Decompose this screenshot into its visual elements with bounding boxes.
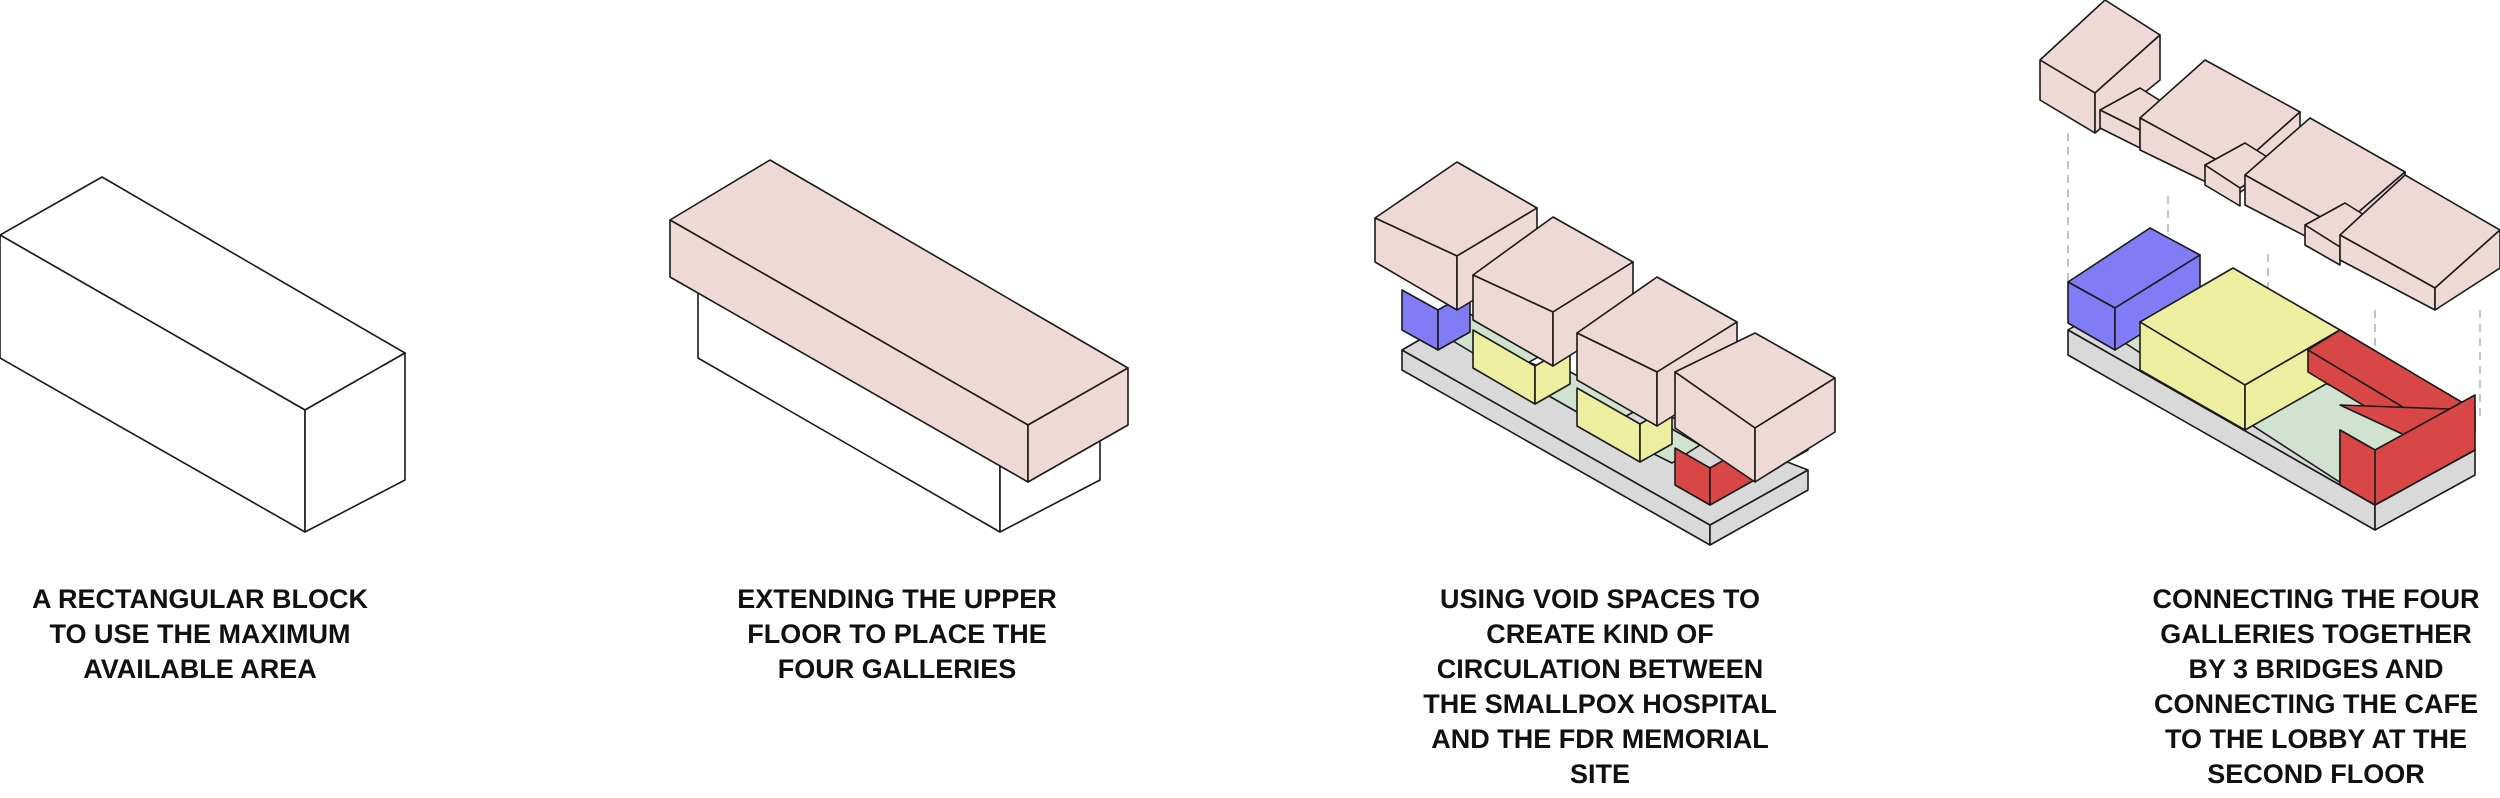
caption-line: FLOOR TO PLACE THE <box>747 619 1047 649</box>
caption-line: BY 3 BRIDGES AND <box>2188 654 2444 684</box>
caption-line: EXTENDING THE UPPER <box>737 584 1057 614</box>
step-2-extended-upper-floor <box>669 159 1129 533</box>
step-4-caption: CONNECTING THE FOUR GALLERIES TOGETHER B… <box>2116 582 2500 792</box>
caption-line: SECOND FLOOR <box>2207 759 2425 789</box>
caption-line: TO THE LOBBY AT THE <box>2164 724 2467 754</box>
gallery-box-2 <box>1472 216 1634 367</box>
step-2-caption: EXTENDING THE UPPER FLOOR TO PLACE THE F… <box>697 582 1097 687</box>
lobby-block <box>2067 227 2201 351</box>
bridge-2 <box>2204 142 2281 207</box>
step-4-bridges-and-cafe <box>2039 0 2500 531</box>
caption-line: FOUR GALLERIES <box>777 654 1017 684</box>
caption-line: A RECTANGULAR BLOCK <box>32 584 368 614</box>
caption-line: AVAILABLE AREA <box>83 654 317 684</box>
caption-line: USING VOID SPACES TO <box>1439 584 1761 614</box>
cafe-block <box>2307 329 2476 506</box>
step-1-caption: A RECTANGULAR BLOCK TO USE THE MAXIMUM A… <box>0 582 400 687</box>
caption-line: CREATE KIND OF <box>1486 619 1714 649</box>
caption-line: TO USE THE MAXIMUM <box>49 619 351 649</box>
block-side-face <box>304 352 406 533</box>
caption-line: THE SMALLPOX HOSPITAL <box>1423 689 1777 719</box>
upper-floor-side-face <box>1027 367 1129 483</box>
step-3-void-spaces <box>1374 161 1836 546</box>
step-1-rectangular-block <box>0 176 406 533</box>
bridge-3 <box>2304 202 2381 266</box>
caption-line: CIRCULATION BETWEEN <box>1436 654 1764 684</box>
caption-line: CONNECTING THE CAFE <box>2154 689 2478 719</box>
caption-line: AND THE FDR MEMORIAL <box>1431 724 1769 754</box>
gallery-box-4 <box>1674 332 1836 483</box>
step-3-caption: USING VOID SPACES TO CREATE KIND OF CIRC… <box>1400 582 1800 792</box>
upper-galleries <box>2039 0 2500 311</box>
caption-line: GALLERIES TOGETHER <box>2160 619 2472 649</box>
gallery-box-4 <box>2339 174 2500 311</box>
caption-line: SITE <box>1569 759 1630 789</box>
caption-line: CONNECTING THE FOUR <box>2152 584 2480 614</box>
